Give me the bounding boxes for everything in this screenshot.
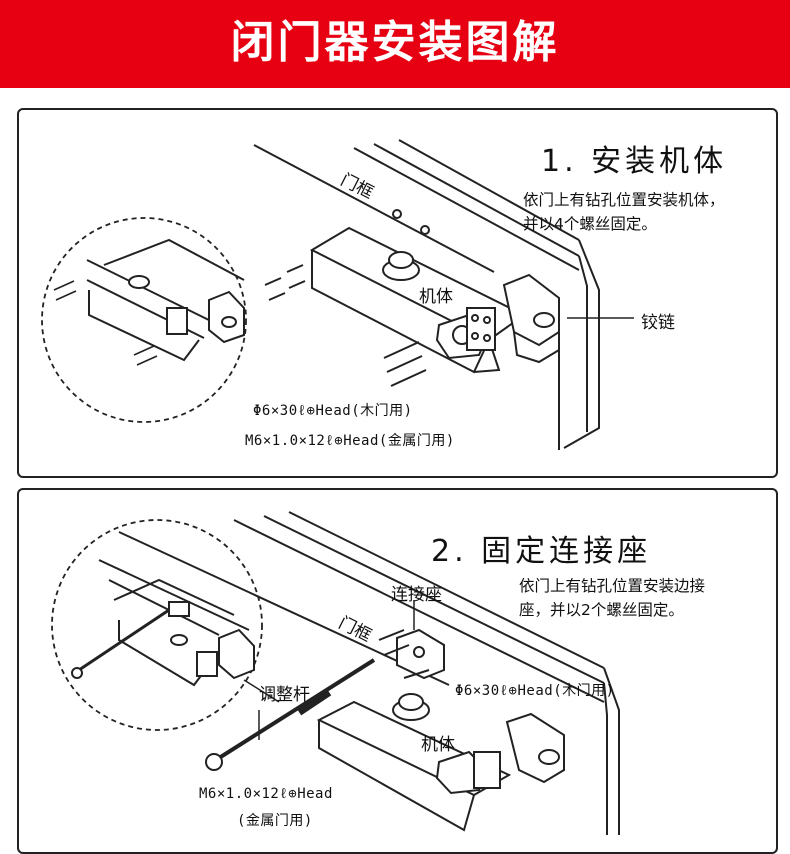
step1-desc-line1: 依门上有钻孔位置安装机体， — [523, 191, 725, 209]
step2-desc-line1: 依门上有钻孔位置安装边接 — [519, 577, 706, 595]
page-title: 闭门器安装图解 — [230, 17, 560, 68]
step2-body-label: 机体 — [421, 735, 455, 755]
step1-wood-spec: Φ6×30ℓ⊕Head(木门用) — [253, 403, 413, 419]
step2-metal-spec: M6×1.0×12ℓ⊕Head — [199, 786, 333, 802]
step2-metal-note: (金属门用) — [237, 813, 313, 829]
step2-desc-line2: 座，并以2个螺丝固定。 — [519, 601, 684, 619]
step1-title: 1. 安装机体 — [541, 144, 728, 179]
step1-panel: 1. 安装机体 依门上有钻孔位置安装机体， 并以4个螺丝固定。 门框 机体 铰链… — [17, 108, 778, 478]
step1-desc-line2: 并以4个螺丝固定。 — [523, 215, 657, 233]
step1-illustration — [41, 139, 634, 450]
title-banner: 闭门器安装图解 — [0, 0, 790, 88]
step2-title: 2. 固定连接座 — [431, 534, 652, 569]
step2-rod-label: 调整杆 — [259, 685, 310, 705]
step1-body-label: 机体 — [419, 287, 453, 307]
step2-illustration — [51, 511, 620, 835]
step1-hinge-label: 铰链 — [641, 313, 675, 333]
step2-seat-label: 连接座 — [391, 585, 442, 605]
step2-panel: 2. 固定连接座 依门上有钻孔位置安装边接 座，并以2个螺丝固定。 连接座 门框… — [17, 488, 778, 854]
step1-metal-spec: M6×1.0×12ℓ⊕Head(金属门用) — [245, 433, 455, 449]
step2-wood-spec: Φ6×30ℓ⊕Head(木门用) — [455, 683, 615, 699]
